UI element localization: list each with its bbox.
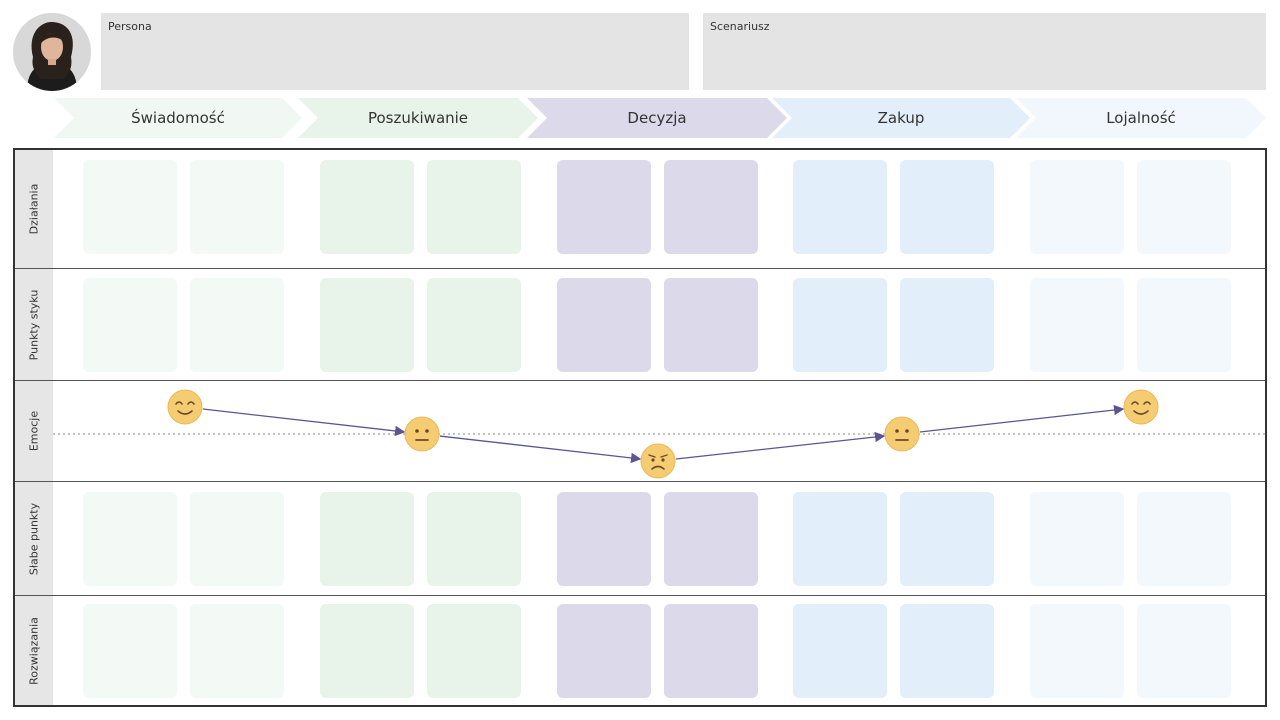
sticky-note-card[interactable] [664,160,758,254]
scenario-label: Scenariusz [710,20,770,33]
sticky-note-card[interactable] [320,492,414,586]
emotion-arrow [202,408,406,437]
sticky-note-card[interactable] [664,278,758,372]
sticky-note-card[interactable] [1030,278,1124,372]
stage-lojalnosc[interactable]: Lojalność [1016,98,1266,138]
sticky-note-card[interactable] [1137,604,1231,698]
persona-label: Persona [108,20,152,33]
row-label-dzialania: Działania [27,183,41,235]
sticky-note-card[interactable] [793,160,887,254]
stage-label-decyzja: Decyzja [627,109,687,127]
persona-box[interactable]: Persona [101,13,689,90]
row-dzialania: Działania [15,150,1265,268]
sticky-note-card[interactable] [664,492,758,586]
stage-zakup[interactable]: Zakup [772,98,1030,138]
row-label-cell: Działania [15,150,53,268]
stage-label-lojalnosc: Lojalność [1106,109,1176,127]
sticky-note-card[interactable] [557,604,651,698]
sticky-note-card[interactable] [1137,160,1231,254]
sticky-note-card[interactable] [190,492,284,586]
stage-bar: Świadomość Poszukiwanie Decyzja Zakup Lo… [0,98,1280,138]
scenario-box[interactable]: Scenariusz [703,13,1266,90]
sticky-note-card[interactable] [900,604,994,698]
sticky-note-card[interactable] [83,278,177,372]
sticky-note-card[interactable] [1137,492,1231,586]
row-slabe-punkty: Słabe punkty [15,481,1265,595]
sticky-note-card[interactable] [793,492,887,586]
journey-map-board: Działania Punkty styku Emocje Słabe punk… [13,148,1267,707]
row-label-cell: Rozwiązania [15,596,53,705]
row-label-rozwiazania: Rozwiązania [27,616,41,685]
emotion-arrow [439,435,642,464]
neutral-face-icon[interactable] [884,416,920,452]
stage-chevron [772,98,1030,138]
stage-label-zakup: Zakup [877,109,925,127]
sticky-note-card[interactable] [793,604,887,698]
emotion-arrow [919,404,1125,433]
sticky-note-card[interactable] [427,604,521,698]
sticky-note-card[interactable] [900,160,994,254]
sticky-note-card[interactable] [83,604,177,698]
stage-chevron [1016,98,1266,138]
sticky-note-card[interactable] [1030,604,1124,698]
sticky-note-card[interactable] [83,492,177,586]
worried-face-icon[interactable] [640,443,676,479]
sticky-note-card[interactable] [900,278,994,372]
sticky-note-card[interactable] [1030,160,1124,254]
stage-label-poszukiwanie: Poszukiwanie [367,109,469,127]
row-label-punkty-styku: Punkty styku [27,289,41,360]
row-label-cell: Punkty styku [15,269,53,380]
sticky-note-card[interactable] [83,160,177,254]
row-rozwiazania: Rozwiązania [15,595,1265,705]
emotion-curve [53,404,1265,464]
sticky-note-card[interactable] [557,492,651,586]
stage-chevron [298,98,538,138]
sticky-note-card[interactable] [320,278,414,372]
row-label-cell: Słabe punkty [15,482,53,595]
row-punkty-styku: Punkty styku [15,268,1265,380]
sticky-note-card[interactable] [427,160,521,254]
sticky-note-card[interactable] [664,604,758,698]
sticky-note-card[interactable] [427,492,521,586]
stage-label-swiadomosc: Świadomość [131,109,225,127]
sticky-note-card[interactable] [320,160,414,254]
sticky-note-card[interactable] [900,492,994,586]
row-label-cell: Emocje [15,381,53,481]
sticky-note-card[interactable] [793,278,887,372]
sticky-note-card[interactable] [1030,492,1124,586]
stage-decyzja[interactable]: Decyzja [527,98,787,138]
sticky-note-card[interactable] [190,604,284,698]
sticky-note-card[interactable] [557,160,651,254]
happy-face-icon[interactable] [167,389,203,425]
stage-chevron [54,98,302,138]
sticky-note-card[interactable] [1137,278,1231,372]
sticky-note-card[interactable] [557,278,651,372]
stage-chevron [527,98,787,138]
stage-poszukiwanie[interactable]: Poszukiwanie [298,98,538,138]
neutral-face-icon[interactable] [404,416,440,452]
persona-avatar [13,13,91,91]
happy-face-icon[interactable] [1123,389,1159,425]
stage-swiadomosc[interactable]: Świadomość [54,98,302,138]
emotion-arrow [675,431,886,460]
sticky-note-card[interactable] [190,278,284,372]
sticky-note-card[interactable] [427,278,521,372]
row-emocje: Emocje [15,380,1265,481]
row-label-slabe-punkty: Słabe punkty [27,502,41,575]
sticky-note-card[interactable] [320,604,414,698]
sticky-note-card[interactable] [190,160,284,254]
